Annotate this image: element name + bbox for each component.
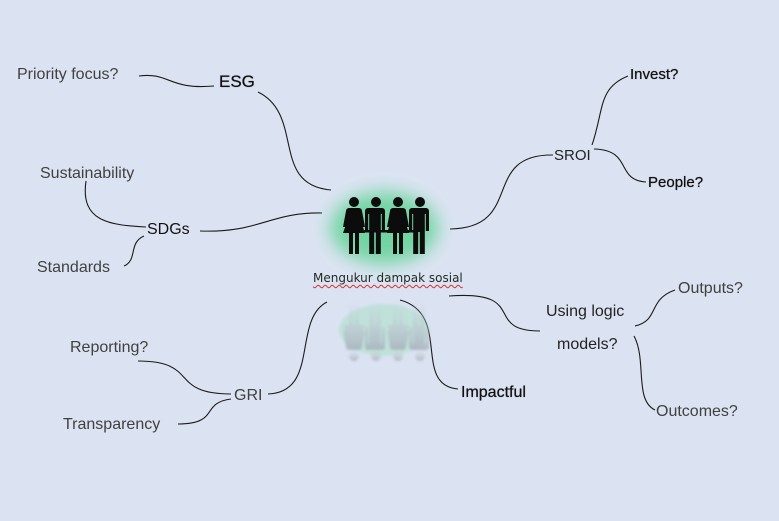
node-transparency: Transparency xyxy=(63,416,161,433)
line-sroi-invest xyxy=(591,75,629,146)
node-priority-focus: Priority focus? xyxy=(17,66,119,83)
node-invest: Invest? xyxy=(630,66,679,83)
node-outcomes: Outcomes? xyxy=(656,403,738,420)
node-sroi: SROI xyxy=(554,147,591,164)
center-icon-reflection xyxy=(339,304,429,361)
node-logic-models-line2: models? xyxy=(557,336,618,353)
line-logic-outputs xyxy=(634,289,676,327)
line-esg-center xyxy=(257,91,332,191)
center-caption: Mengukur dampak sosial xyxy=(313,271,463,285)
node-impactful: Impactful xyxy=(461,384,526,401)
line-sustainability-sdgs xyxy=(84,180,147,228)
node-esg: ESG xyxy=(219,72,255,91)
line-reporting-gri xyxy=(137,360,232,395)
line-priority-esg xyxy=(138,74,215,88)
line-center-sdgs xyxy=(199,212,323,232)
line-center-logic xyxy=(448,294,541,332)
line-transparency-gri xyxy=(177,398,232,425)
node-reporting: Reporting? xyxy=(70,339,149,356)
line-sroi-people xyxy=(593,148,647,183)
center-people-icon xyxy=(330,192,438,264)
line-center-sroi xyxy=(449,154,554,230)
line-center-gri xyxy=(267,301,328,395)
node-people: People? xyxy=(648,174,704,191)
node-sustainability: Sustainability xyxy=(40,165,135,182)
node-logic-models-line1: Using logic xyxy=(546,303,625,320)
node-gri: GRI xyxy=(234,387,263,404)
connector-lines xyxy=(84,74,676,425)
line-logic-outcomes xyxy=(633,335,656,411)
node-sdgs: SDGs xyxy=(147,221,190,238)
node-outputs: Outputs? xyxy=(678,280,743,297)
line-standards-sdgs xyxy=(123,235,145,267)
node-standards: Standards xyxy=(37,259,110,276)
